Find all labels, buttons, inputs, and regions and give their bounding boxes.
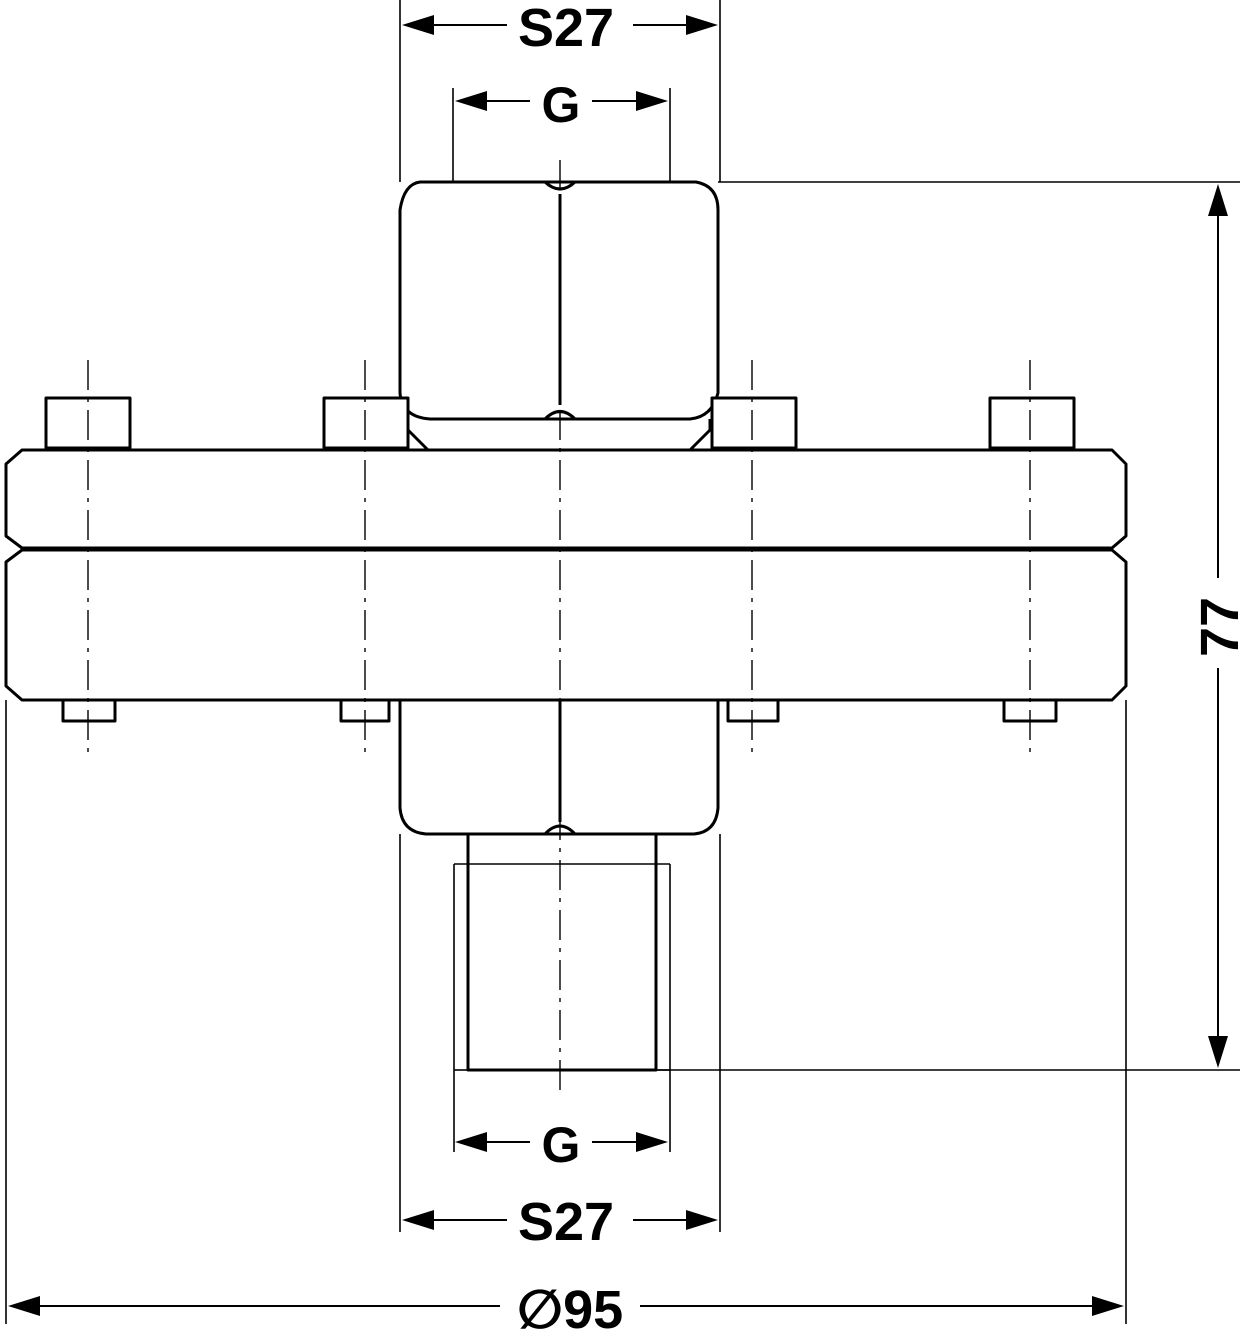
dim-top-wrench-size: S27: [402, 0, 718, 58]
flange-pair: [4, 448, 1128, 702]
bottom-bolt-nuts: [61, 698, 1058, 723]
overall-height-label: 77: [1190, 597, 1241, 657]
top-thread-label: G: [542, 77, 581, 133]
top-wrench-size-label: S27: [518, 0, 614, 58]
dim-bottom-wrench-size: S27: [402, 1192, 718, 1252]
bottom-threaded-pipe: [453, 832, 671, 1072]
dim-overall-height: 77: [1190, 184, 1241, 1068]
top-hex-nut: [398, 180, 720, 452]
flange-diameter-label: ∅95: [517, 1280, 623, 1334]
lower-flange: [4, 548, 1128, 702]
extension-lines: [5, 0, 1240, 1324]
bottom-wrench-size-label: S27: [518, 1192, 614, 1252]
dim-bottom-thread: G: [455, 1117, 668, 1173]
center-lines: [87, 160, 1031, 1092]
dim-flange-diameter: ∅95: [8, 1280, 1124, 1334]
bottom-thread-label: G: [542, 1117, 581, 1173]
upper-flange: [4, 448, 1128, 550]
top-bolt-heads: [44, 396, 1076, 450]
dim-top-thread: G: [455, 77, 668, 133]
bottom-hex-nut: [398, 698, 720, 836]
